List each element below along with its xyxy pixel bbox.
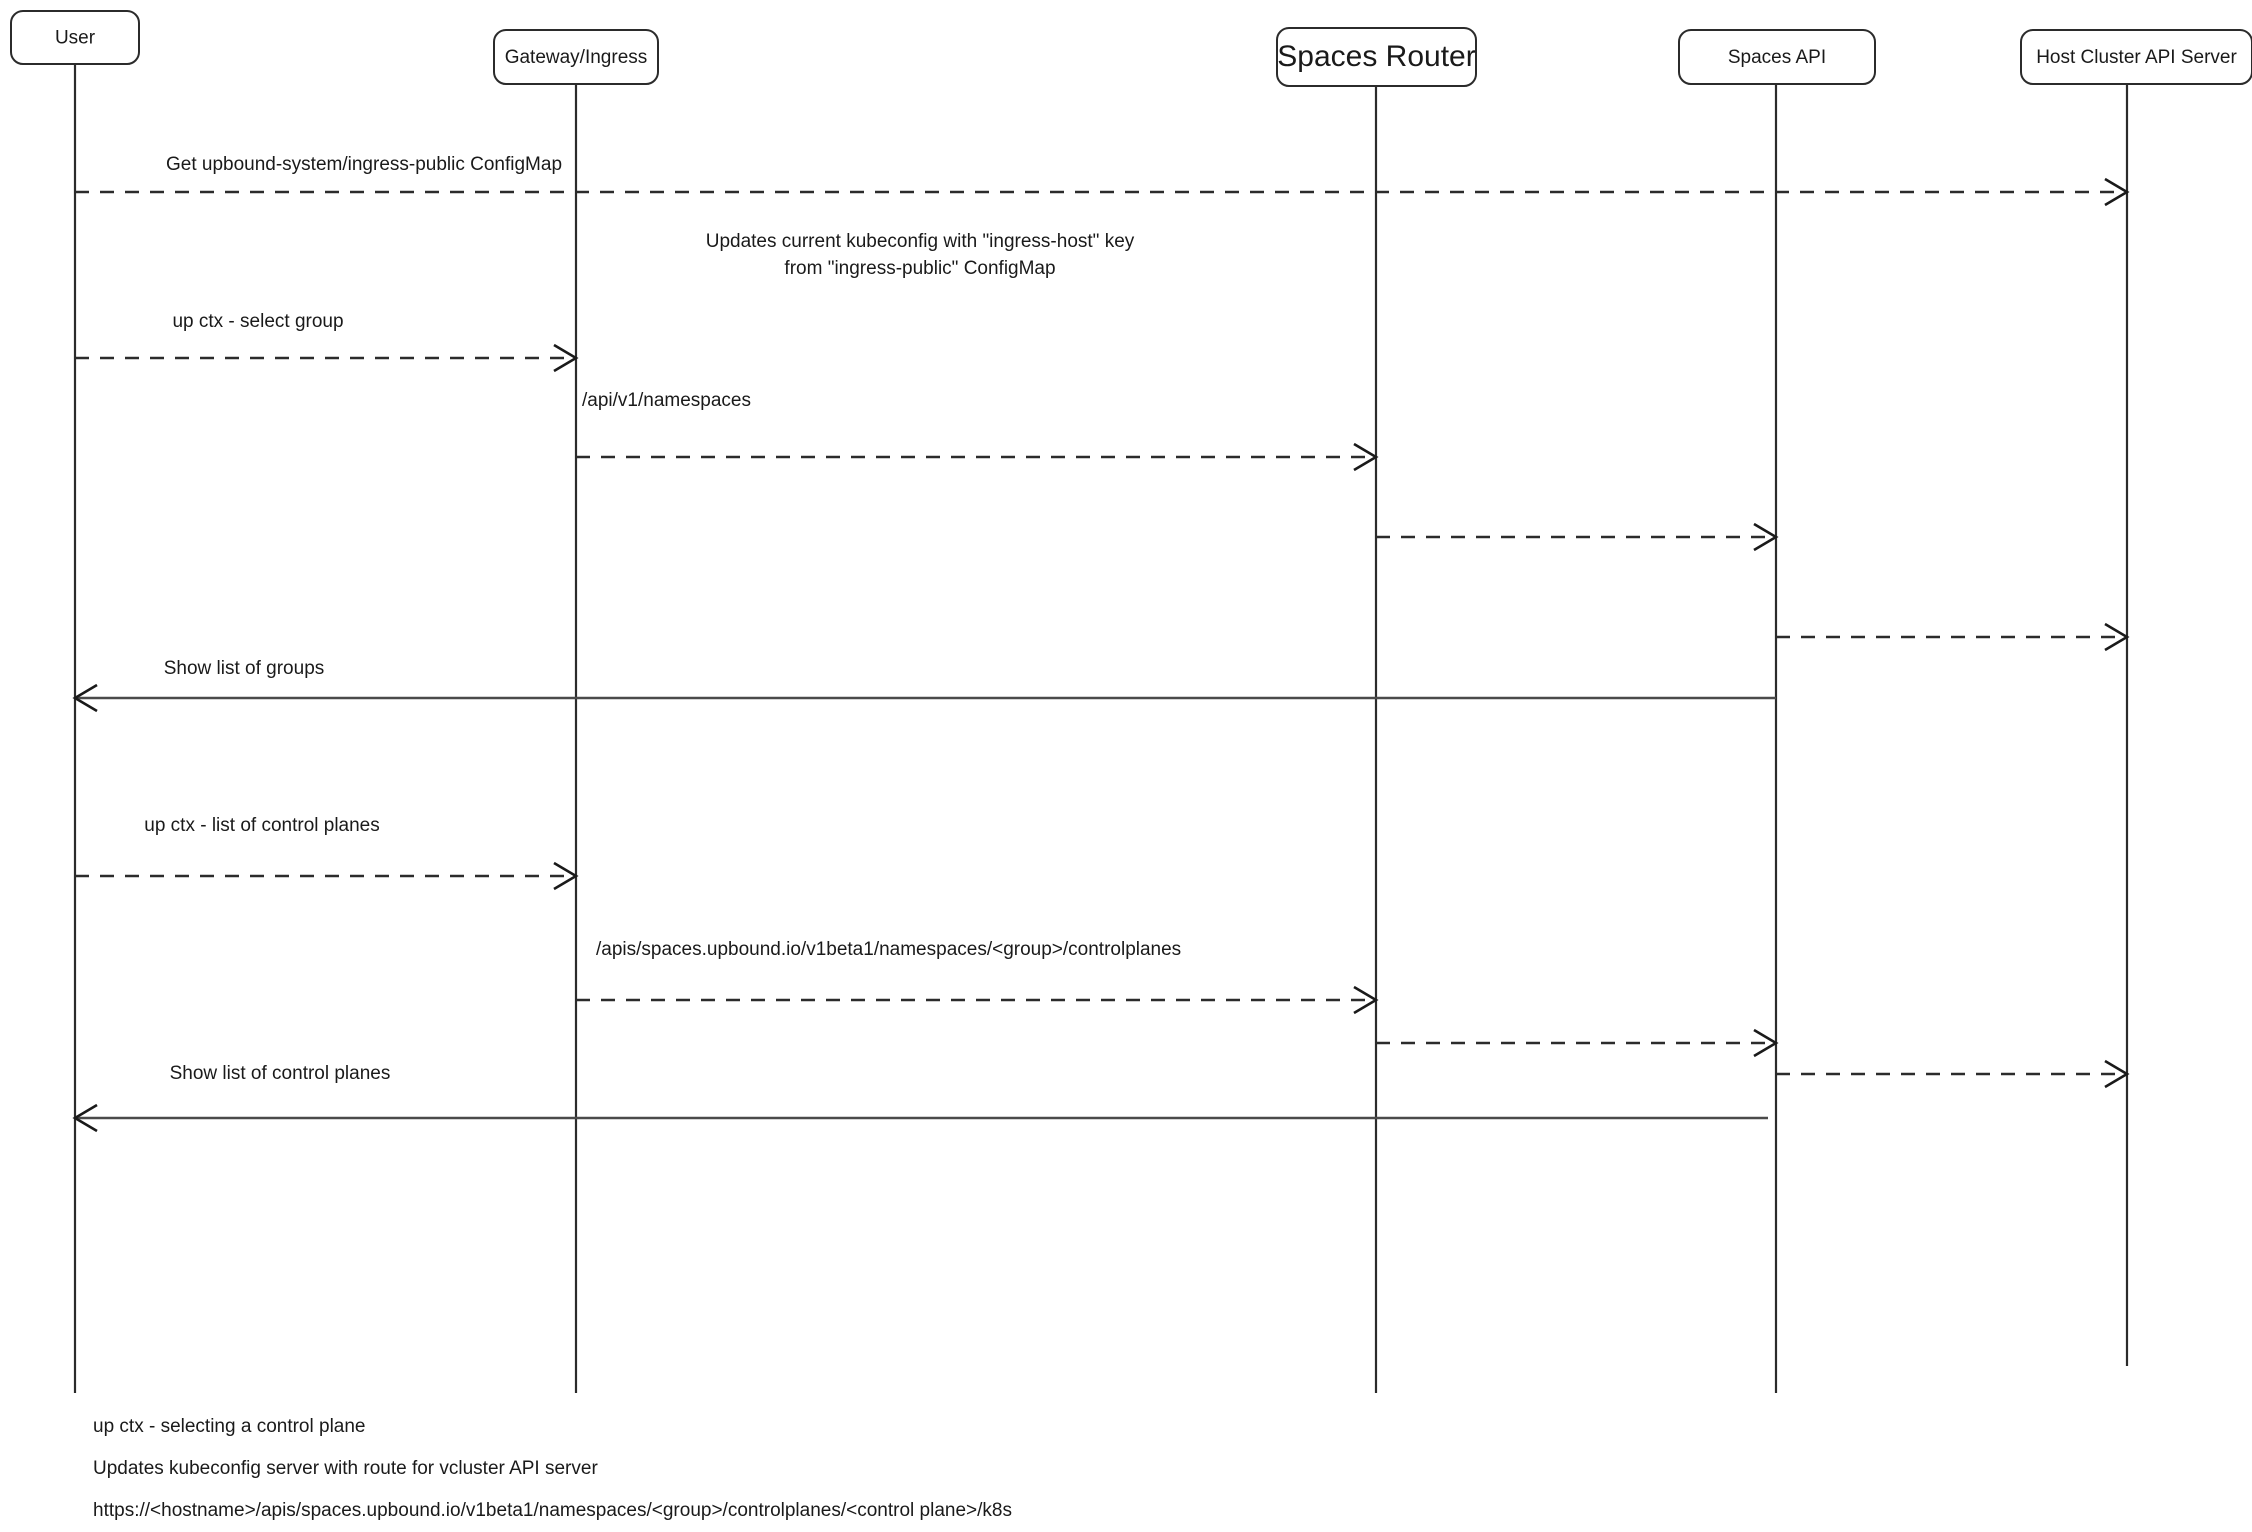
message-m11: Show list of control planes: [72, 1063, 1768, 1133]
arrowhead: [72, 683, 98, 713]
arrowhead: [2104, 622, 2130, 652]
arrowhead: [72, 1103, 98, 1133]
message-m7: up ctx - list of control planes: [75, 815, 579, 891]
message-label: /api/v1/namespaces: [582, 390, 751, 411]
messages-group: Get upbound-system/ingress-public Config…: [72, 154, 2130, 1133]
participant-label: Spaces API: [1728, 47, 1826, 68]
message-m5: [1776, 622, 2130, 652]
message-label: Show list of groups: [164, 658, 325, 679]
note-line-2: from "ingress-public" ConfigMap: [784, 258, 1055, 279]
message-m6: Show list of groups: [72, 658, 1776, 713]
message-m10: [1776, 1059, 2130, 1089]
message-label: /apis/spaces.upbound.io/v1beta1/namespac…: [596, 939, 1181, 960]
message-m9: [1376, 1028, 1779, 1058]
footer-note-3: https://<hostname>/apis/spaces.upbound.i…: [93, 1500, 1012, 1521]
lifelines-group: [73, 64, 2129, 1393]
participant-box[interactable]: [2020, 29, 2252, 85]
participant-user[interactable]: User: [10, 10, 140, 65]
participant-label: User: [55, 28, 96, 49]
message-m8: /apis/spaces.upbound.io/v1beta1/namespac…: [576, 939, 1379, 1015]
footer-note-2: Updates kubeconfig server with route for…: [93, 1458, 598, 1479]
arrowhead: [1753, 1028, 1779, 1058]
message-label: up ctx - list of control planes: [144, 815, 380, 836]
message-m2: up ctx - select group: [75, 311, 579, 373]
arrowhead: [2104, 1059, 2130, 1089]
participant-label: Spaces Router: [1277, 40, 1475, 73]
arrowhead: [553, 861, 579, 891]
footer-note-1: up ctx - selecting a control plane: [93, 1416, 366, 1437]
participant-box[interactable]: [1678, 29, 1876, 85]
participant-box[interactable]: [493, 29, 659, 85]
arrowhead: [1353, 442, 1379, 472]
participant-gateway[interactable]: Gateway/Ingress: [493, 29, 659, 85]
arrowhead: [1753, 522, 1779, 552]
message-label: Get upbound-system/ingress-public Config…: [166, 154, 562, 175]
message-label: Show list of control planes: [170, 1063, 391, 1084]
message-note1: Updates current kubeconfig with "ingress…: [706, 231, 1135, 279]
arrowhead: [553, 343, 579, 373]
participant-label: Gateway/Ingress: [505, 47, 648, 68]
message-m3: /api/v1/namespaces: [576, 390, 1379, 472]
participant-box[interactable]: [1276, 27, 1477, 87]
participant-box[interactable]: [10, 10, 140, 65]
participant-spaces_api[interactable]: Spaces API: [1678, 29, 1876, 85]
participant-label: Host Cluster API Server: [2036, 47, 2237, 68]
footer-notes-group: up ctx - selecting a control planeUpdate…: [93, 1416, 1012, 1521]
arrowhead: [1353, 985, 1379, 1015]
message-label: up ctx - select group: [172, 311, 343, 332]
arrowhead: [2104, 177, 2130, 207]
participant-host_api[interactable]: Host Cluster API Server: [2020, 29, 2252, 85]
participant-router[interactable]: Spaces Router: [1276, 27, 1477, 87]
note-line-1: Updates current kubeconfig with "ingress…: [706, 231, 1135, 252]
message-m4: [1376, 522, 1779, 552]
message-m1: Get upbound-system/ingress-public Config…: [75, 154, 2130, 207]
